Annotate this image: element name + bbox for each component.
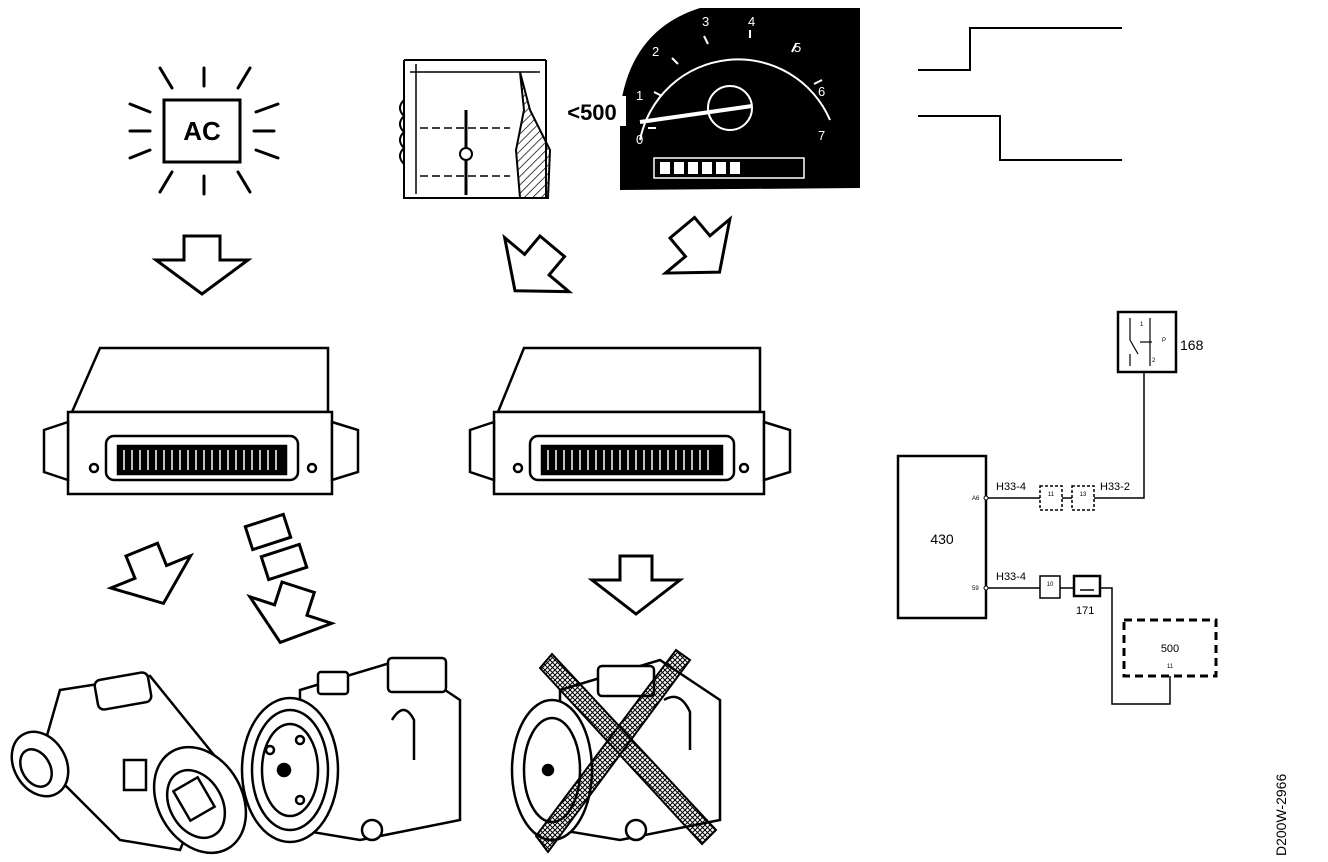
connector-c-pins: 10	[1047, 582, 1054, 588]
tacho-num-3: 3	[702, 14, 709, 29]
ac-label: AC	[183, 116, 221, 146]
connector-171	[1072, 574, 1102, 598]
cross-stroke-1	[534, 648, 692, 854]
tachometer-icon: 0 1 2 3 4 5 6 7 <500	[556, 8, 860, 190]
wiring-diagram: 430 A6 59 1 2 P 168 11 13 H33-4 H33-2	[896, 310, 1218, 705]
tacho-num-2: 2	[652, 44, 659, 59]
ac-compressor-disabled-icon	[510, 648, 722, 854]
module-box-500	[1122, 618, 1218, 678]
tacho-num-6: 6	[818, 84, 825, 99]
tacho-num-7: 7	[818, 128, 825, 143]
ac-rays	[128, 66, 280, 196]
signal-dash-1	[243, 512, 293, 552]
arrow-throttle-to-ecm	[502, 233, 574, 294]
conn-label-upper-right: H33-2	[1100, 481, 1130, 493]
cross-stroke-2	[538, 652, 718, 846]
flow-arrows	[106, 215, 733, 645]
waveform-high	[918, 27, 1122, 71]
tacho-num-1: 1	[636, 88, 643, 103]
connector-a-pins: 11	[1048, 492, 1055, 498]
arrow-tacho-to-ecm	[661, 215, 733, 275]
switch-pin-1: 1	[1140, 322, 1144, 328]
tacho-face	[620, 8, 860, 190]
connector-label-171: 171	[1076, 605, 1094, 617]
switch-pin-p: P	[1162, 338, 1166, 344]
ac-request-icon: AC	[128, 66, 280, 196]
ecm-unit-left	[42, 346, 360, 496]
ecm-unit-right	[468, 346, 792, 496]
ac-compressor-icon	[240, 656, 462, 844]
tacho-needle	[639, 104, 753, 124]
connector-b	[1071, 485, 1095, 511]
tacho-num-5: 5	[794, 40, 801, 55]
ecm-pin-upper: A6	[972, 496, 980, 502]
rpm-label-bg	[556, 96, 626, 126]
tacho-num-0: 0	[636, 132, 643, 147]
module-pin-11: 11	[1167, 664, 1174, 670]
wires	[988, 372, 1171, 705]
rpm-label: <500	[567, 100, 617, 125]
idle-air-valve-icon	[10, 671, 248, 855]
conn-label-upper-left: H33-4	[996, 481, 1026, 493]
connector-b-pins: 13	[1080, 492, 1087, 498]
signal-dash-2	[259, 542, 309, 582]
throttle-body-icon	[399, 59, 552, 199]
figure-reference-code: D200W-2966	[1273, 774, 1289, 856]
ecm-label-430: 430	[930, 531, 954, 547]
module-label-500: 500	[1161, 643, 1179, 655]
switch-label-168: 168	[1180, 337, 1204, 353]
arrow-ecm2-to-compressor-off	[587, 554, 685, 616]
switch-pin-2: 2	[1152, 358, 1156, 364]
arrow-ecm-to-compressor	[246, 580, 337, 645]
conn-label-lower: H33-4	[996, 571, 1026, 583]
connector-c	[1039, 575, 1061, 599]
signal-waveforms	[918, 27, 1122, 161]
tacho-num-4: 4	[748, 14, 755, 29]
ecm-box-430	[896, 454, 988, 620]
ecm-pin-lower: 59	[972, 586, 979, 592]
connector-a	[1039, 485, 1063, 511]
waveform-low	[918, 115, 1122, 161]
arrow-ac-to-ecm	[151, 234, 253, 296]
ac-box	[162, 98, 242, 164]
arrow-ecm-to-valve	[106, 541, 195, 606]
